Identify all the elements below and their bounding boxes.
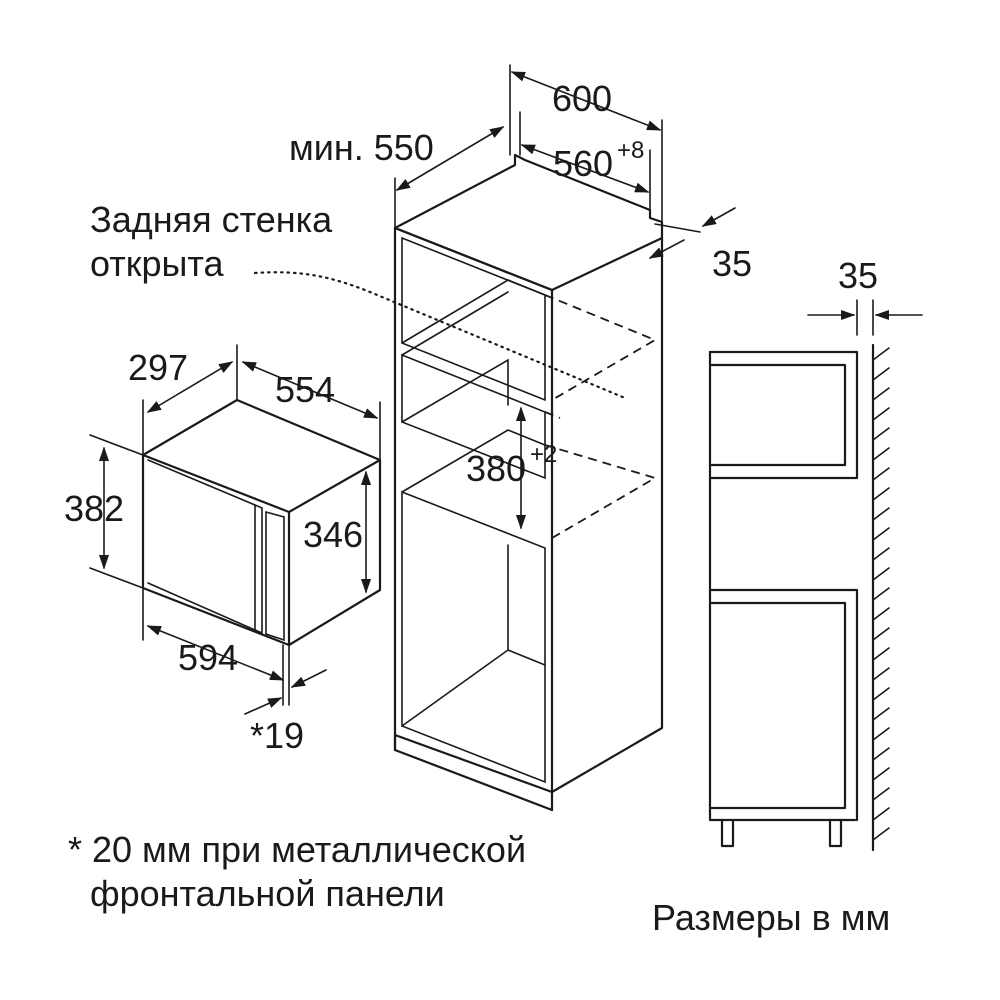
- dim-width-600: [510, 71, 662, 131]
- units-note: Размеры в мм: [652, 897, 890, 938]
- wall-hatching: [872, 347, 890, 841]
- dim-panel-19-right: [290, 669, 327, 688]
- cabinet-drawing: 600 мин. 550 560 +8 35 380 +2 Задняя сте…: [90, 64, 752, 812]
- svg-text:мин. 550: мин. 550: [289, 127, 434, 168]
- cabinet-min-depth-label: 550: [374, 127, 434, 168]
- cabinet-rear-gap-label: 35: [712, 243, 752, 284]
- side-view-drawing: 35: [708, 255, 923, 852]
- cabinet-inner-width-label: 560: [553, 143, 613, 184]
- microwave-height-inner-label: 346: [303, 514, 363, 555]
- footnote-line1: * 20 мм при металлической: [68, 829, 526, 870]
- rear-open-line2: открыта: [90, 243, 224, 284]
- side-gap-label: 35: [838, 255, 878, 296]
- microwave-width-bottom-label: 594: [178, 637, 238, 678]
- cabinet-min-prefix: мин.: [289, 127, 364, 168]
- cabinet-width-label: 600: [552, 78, 612, 119]
- dim-inner-560: [520, 144, 650, 193]
- microwave-width-top-label: 554: [275, 369, 335, 410]
- microwave-height-outer-label: 382: [64, 488, 124, 529]
- dim-rear-35-a: [701, 207, 736, 227]
- microwave-depth-label: 297: [128, 347, 188, 388]
- dim-width-594: [146, 625, 285, 681]
- dim-panel-19-left: [244, 697, 283, 715]
- microwave-drawing: 297 554 382 346 594 *19: [64, 344, 382, 756]
- microwave-front-panel-label: *19: [250, 715, 304, 756]
- cabinet-niche-height-label: 380: [466, 448, 526, 489]
- dim-depth-297: [146, 361, 234, 413]
- dim-width-554: [241, 361, 379, 419]
- dim-min-depth-550: [395, 126, 505, 191]
- cabinet-inner-width-tol: +8: [617, 137, 644, 164]
- footnote-line2: фронтальной панели: [90, 873, 445, 914]
- rear-open-line1: Задняя стенка: [90, 199, 333, 240]
- cabinet-niche-height-tol: +2: [530, 441, 557, 468]
- dim-rear-35-b: [648, 239, 685, 259]
